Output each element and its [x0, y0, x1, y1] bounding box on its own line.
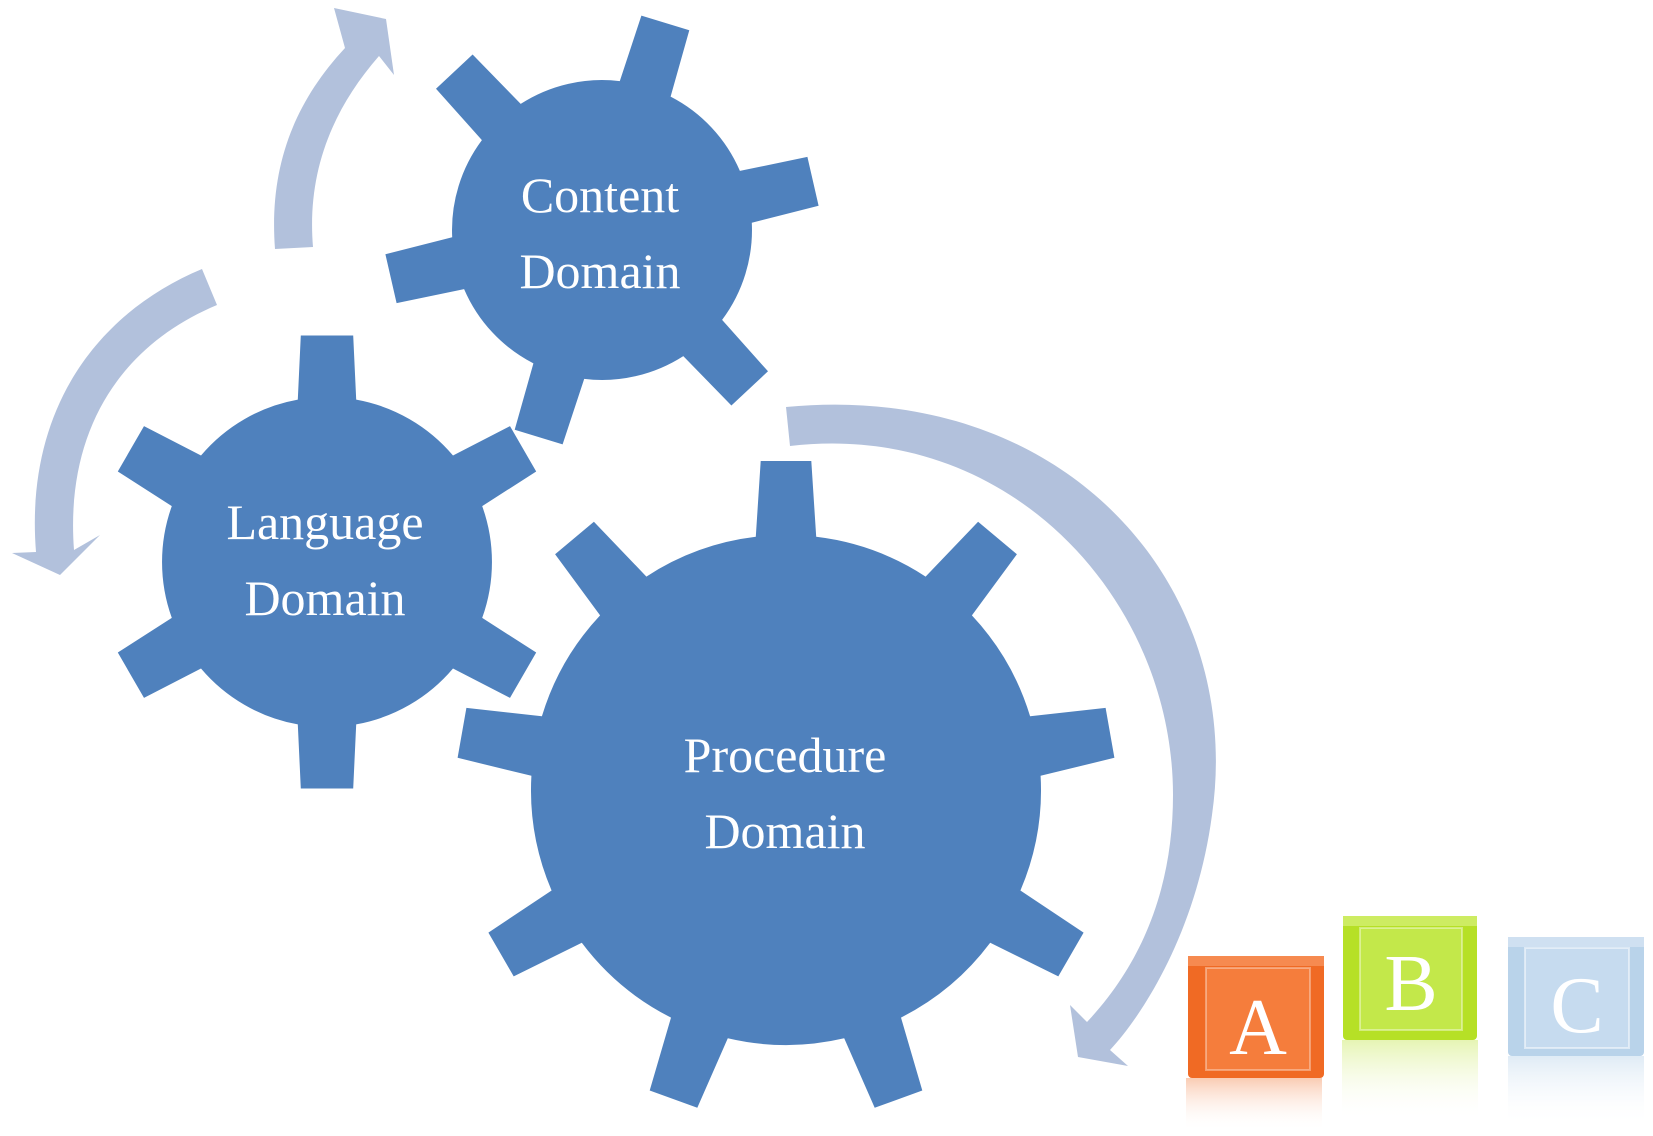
alphabet-block-a-icon: A	[1186, 956, 1324, 1131]
language-domain-line2: Domain	[244, 570, 406, 626]
content-domain-gear-icon	[385, 15, 819, 445]
abc-blocks: A B C	[1186, 916, 1644, 1131]
language-domain-line1: Language	[226, 494, 424, 550]
procedure-domain-line2: Domain	[704, 803, 866, 859]
arrow-left-icon	[12, 269, 217, 575]
cycle-arrows	[12, 8, 1216, 1067]
language-domain-gear-icon	[117, 335, 537, 789]
block-c-letter: C	[1550, 962, 1603, 1050]
arrow-top-icon	[274, 8, 394, 249]
block-b-letter: B	[1384, 940, 1437, 1028]
gears	[117, 15, 1115, 1108]
alphabet-block-b-icon: B	[1342, 916, 1478, 1120]
procedure-domain-line1: Procedure	[683, 727, 887, 783]
content-domain-label: Content Domain	[500, 157, 700, 309]
procedure-domain-gear-icon	[457, 461, 1115, 1108]
block-a-letter: A	[1229, 984, 1287, 1072]
alphabet-block-c-icon: C	[1508, 937, 1644, 1126]
content-domain-line1: Content	[520, 167, 680, 223]
procedure-domain-label: Procedure Domain	[660, 717, 910, 869]
language-domain-label: Language Domain	[205, 484, 445, 636]
content-domain-line2: Domain	[519, 243, 681, 299]
arrow-right-icon	[786, 404, 1216, 1067]
